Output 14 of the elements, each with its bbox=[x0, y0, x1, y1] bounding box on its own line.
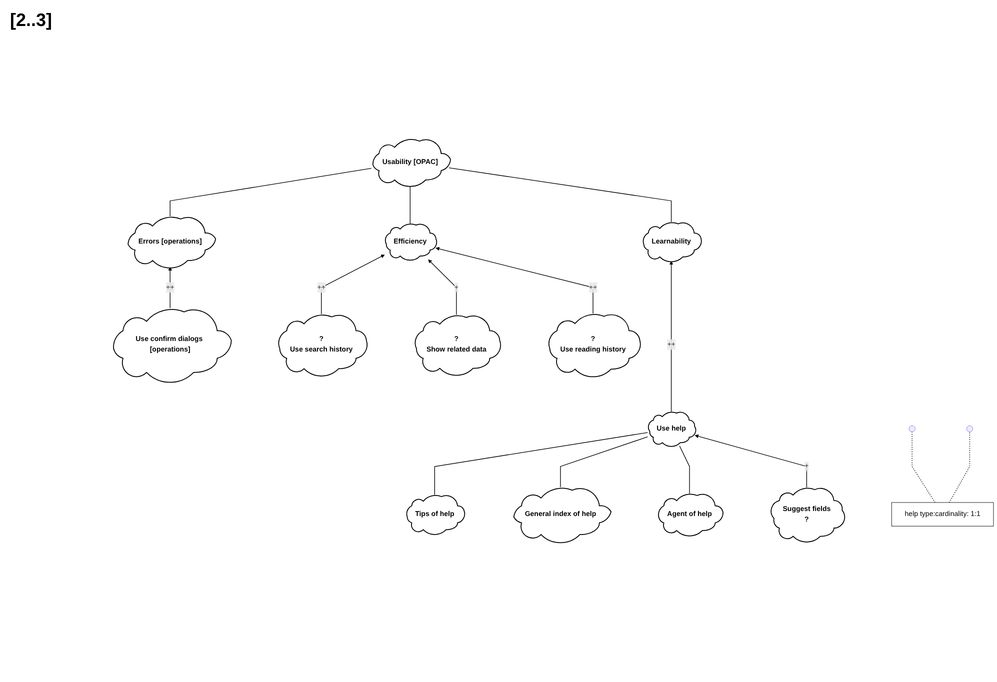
connector bbox=[448, 167, 672, 222]
arrow bbox=[428, 259, 457, 315]
arrow bbox=[436, 246, 594, 314]
cardinality-label: [2..3] bbox=[10, 10, 54, 31]
connector bbox=[170, 168, 372, 216]
arrow bbox=[669, 260, 674, 412]
arrow bbox=[321, 254, 385, 314]
connector bbox=[948, 431, 970, 503]
connector bbox=[912, 431, 936, 503]
arrow bbox=[168, 266, 172, 308]
arrow bbox=[694, 434, 808, 488]
connector bbox=[434, 432, 648, 495]
connector bbox=[560, 436, 648, 488]
connector bbox=[679, 445, 690, 494]
